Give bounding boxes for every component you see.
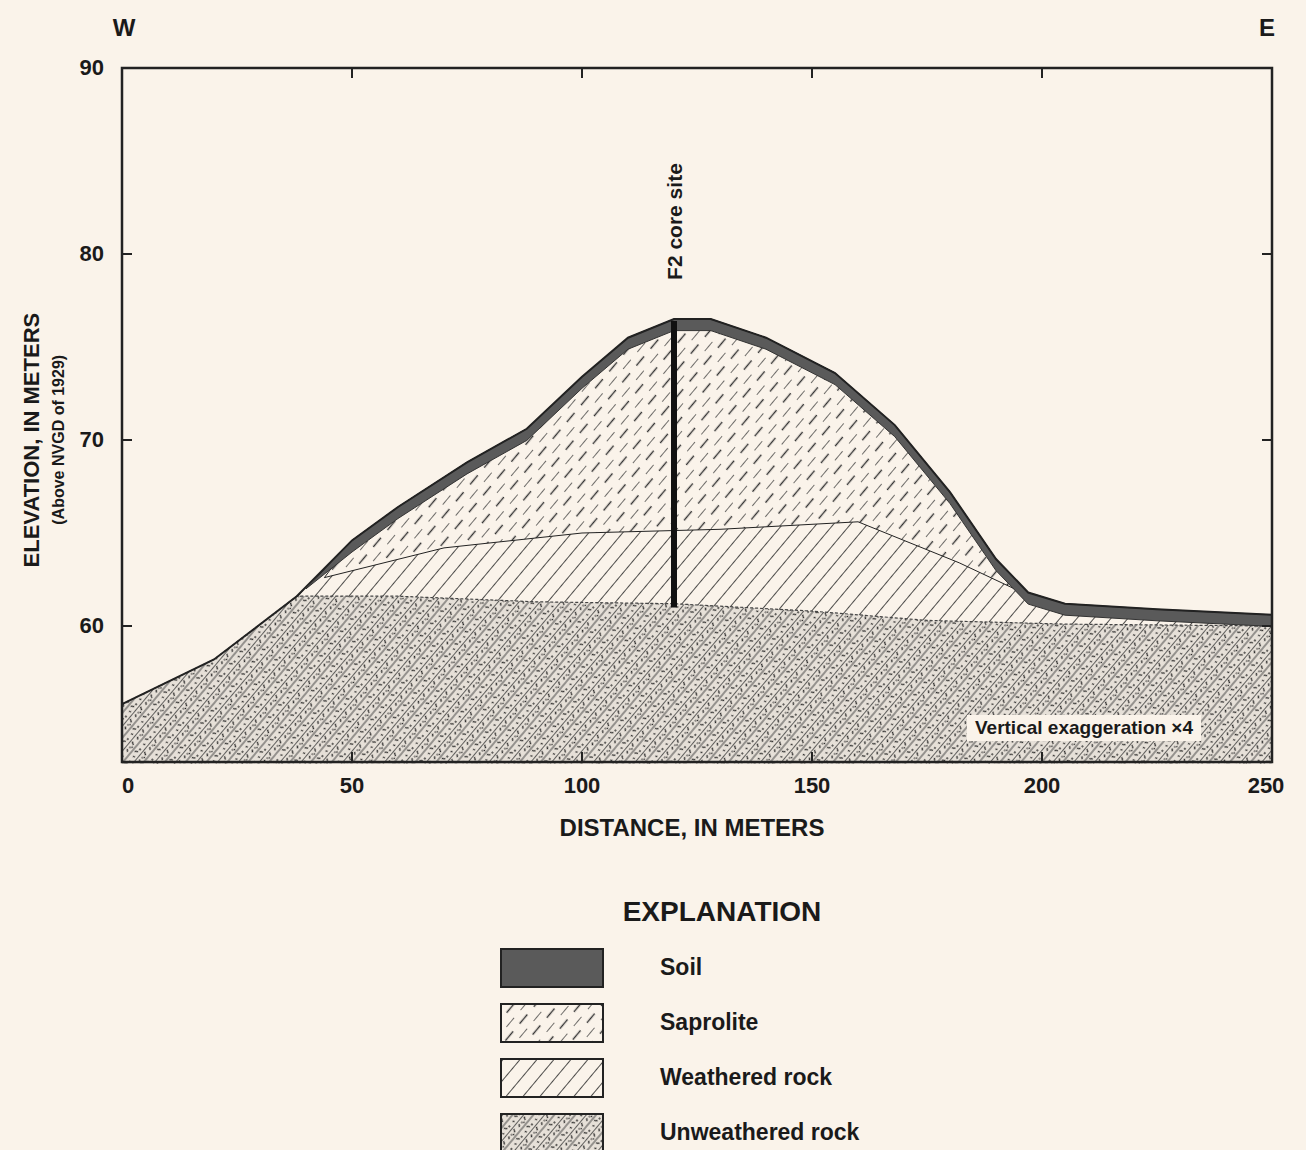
swatch-fill: [502, 1005, 604, 1043]
tick: [121, 752, 123, 762]
tick: [1262, 67, 1272, 69]
swatch-fill: [502, 1060, 604, 1098]
tick: [1041, 752, 1043, 762]
site-label: F2 core site: [662, 164, 685, 281]
ground-surface: [122, 319, 1272, 704]
note-label: Vertical exaggeration ×4: [967, 715, 1201, 742]
axis-tick-label: 50: [340, 774, 364, 798]
axis-tick-label: 60: [80, 614, 104, 638]
tick: [122, 67, 132, 69]
axis-subtitle: (Above NVGD of 1929): [50, 355, 68, 525]
tick: [581, 68, 583, 78]
tick: [1271, 752, 1273, 762]
direction-label: W: [113, 15, 136, 41]
tick: [581, 752, 583, 762]
unweathered-rock: [122, 596, 1272, 763]
tick: [1271, 68, 1273, 78]
tick: [122, 625, 132, 627]
axis-tick-label: 90: [80, 56, 104, 80]
tick: [351, 68, 353, 78]
plot-frame: [122, 68, 1272, 762]
axis-title: DISTANCE, IN METERS: [560, 815, 825, 841]
swatch-pattern: [502, 1060, 604, 1098]
legend-text: Weathered rock: [660, 1065, 832, 1090]
direction-label: E: [1259, 15, 1275, 41]
axis-tick-label: 70: [80, 428, 104, 452]
tick: [122, 253, 132, 255]
tick: [1041, 68, 1043, 78]
legend-swatch: [500, 1058, 604, 1098]
axis-tick-label: 150: [794, 774, 831, 798]
axis-tick-label: 80: [80, 242, 104, 266]
legend-swatch: [500, 1113, 604, 1150]
tick: [121, 68, 123, 78]
legend-swatch: [500, 1003, 604, 1043]
legend-text: Soil: [660, 955, 702, 980]
tick: [811, 68, 813, 78]
tick: [122, 439, 132, 441]
tick: [1262, 625, 1272, 627]
tick: [811, 752, 813, 762]
tick: [1262, 253, 1272, 255]
axis-tick-label: 100: [564, 774, 601, 798]
swatch-fill: [502, 1115, 604, 1150]
legend-swatch: [500, 948, 604, 988]
saprolite: [324, 319, 1042, 602]
axis-tick-label: 250: [1248, 774, 1285, 798]
tick: [351, 752, 353, 762]
legend-text: Unweathered rock: [660, 1120, 859, 1145]
legend-text: Saprolite: [660, 1010, 758, 1035]
core-line: [671, 321, 677, 607]
axis-tick-label: 0: [122, 774, 134, 798]
swatch-pattern: [502, 1115, 604, 1150]
swatch-pattern: [502, 1005, 604, 1043]
axis-tick-label: 200: [1024, 774, 1061, 798]
tick: [1262, 439, 1272, 441]
weathered-rock: [122, 319, 1272, 763]
legend-heading: EXPLANATION: [623, 897, 822, 928]
axis-title: ELEVATION, IN METERS: [20, 313, 44, 568]
